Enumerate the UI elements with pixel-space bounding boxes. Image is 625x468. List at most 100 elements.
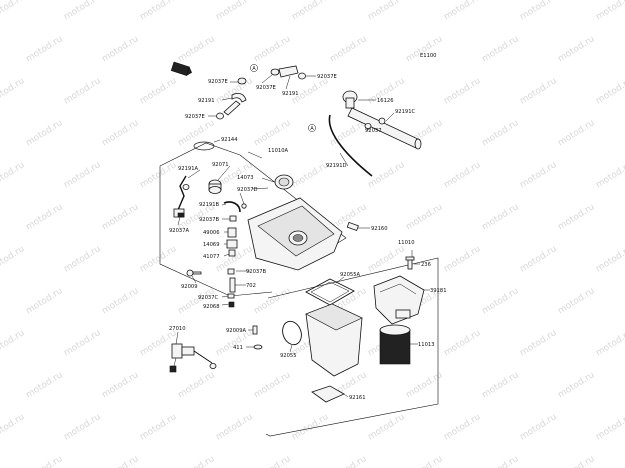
watermark-text: motod.ru [594, 328, 625, 358]
filter-case-part [305, 303, 363, 377]
label-49006: 49006 [203, 230, 220, 236]
washer-part [253, 344, 263, 350]
tube-part [223, 201, 241, 213]
watermark-text: motod.ru [328, 34, 368, 64]
watermark-text: motod.ru [518, 412, 558, 442]
clamp-part [364, 123, 372, 129]
front-arrow-icon [170, 61, 193, 77]
label-92160: 92160 [371, 226, 388, 232]
diagram-code: E1100 [420, 53, 436, 59]
label-92191: 92191 [198, 98, 215, 104]
label-14069: 14069 [203, 242, 220, 248]
watermark-text: motod.ru [404, 370, 444, 400]
pipe-part [347, 107, 422, 150]
label-92037B: 92037B [246, 269, 267, 275]
clamp-part [378, 117, 386, 125]
watermark-text: motod.ru [138, 76, 178, 106]
leader-lines [175, 74, 430, 398]
label-92037D: 92037D [237, 187, 258, 193]
watermark-text: motod.ru [442, 412, 482, 442]
watermark-text: motod.ru [176, 118, 216, 148]
watermark-text: motod.ru [594, 244, 625, 274]
watermark-text: motod.ru [214, 0, 254, 23]
label-92191A: 92191A [178, 166, 199, 172]
watermark-text: motod.ru [62, 244, 102, 274]
label-92191B: 92191B [199, 202, 220, 208]
watermark-text: motod.ru [138, 160, 178, 190]
watermark-text: motod.ru [138, 412, 178, 442]
watermark-text: motod.ru [176, 454, 216, 468]
watermark-text: motod.ru [100, 118, 140, 148]
tube-part [177, 175, 190, 211]
watermark-text: motod.ru [480, 286, 520, 316]
watermark-text: motod.ru [480, 118, 520, 148]
reference-marker: A [250, 64, 258, 72]
label-11010: 11010 [398, 240, 415, 246]
watermark-text: motod.ru [0, 412, 27, 442]
assembly-frame [159, 166, 273, 297]
switch-part [169, 343, 217, 373]
watermark-text: motod.ru [594, 412, 625, 442]
watermark-text: motod.ru [252, 34, 292, 64]
watermark-text: motod.ru [480, 370, 520, 400]
watermark-text: motod.ru [138, 0, 178, 23]
watermark-text: motod.ru [0, 244, 27, 274]
grommet-part [208, 179, 222, 194]
watermark-text: motod.ru [176, 286, 216, 316]
watermark-text: motod.ru [62, 412, 102, 442]
label-92161: 92161 [349, 395, 366, 401]
watermark-text: motod.ru [176, 370, 216, 400]
watermark-text: motod.ru [290, 160, 330, 190]
label-92144: 92144 [221, 137, 238, 143]
screw-part [252, 325, 258, 335]
element-cover-part [373, 275, 425, 325]
label-39181: 39181 [430, 288, 447, 294]
label-16126: 16126 [377, 98, 394, 104]
watermark-text: motod.ru [252, 454, 292, 468]
label-92037A: 92037A [169, 228, 190, 234]
label-92055A: 92055A [340, 272, 361, 278]
watermark-text: motod.ru [62, 160, 102, 190]
clamp-part [237, 77, 247, 85]
watermark-text: motod.ru [24, 202, 64, 232]
seal-part [346, 221, 359, 232]
watermark-text: motod.ru [0, 328, 27, 358]
drain-hose-part [229, 277, 236, 293]
watermark-text: motod.ru [100, 370, 140, 400]
bracket-part [173, 208, 185, 218]
watermark-text: motod.ru [556, 370, 596, 400]
watermark-text: motod.ru [404, 454, 444, 468]
watermark-text: motod.ru [442, 244, 482, 274]
label-92009A: 92009A [226, 328, 247, 334]
watermark-text: motod.ru [518, 160, 558, 190]
hose-part [328, 114, 373, 177]
watermark-text: motod.ru [62, 328, 102, 358]
label-92191C: 92191C [395, 109, 416, 115]
clamp-part [227, 293, 235, 299]
assembly-frame [159, 142, 347, 245]
label-92071: 92071 [212, 162, 229, 168]
reference-marker: A [308, 124, 316, 132]
watermark-text: motod.ru [442, 76, 482, 106]
screw-part [405, 256, 415, 270]
plug-part [228, 301, 235, 308]
clamp-part [227, 268, 235, 275]
watermark-text: motod.ru [556, 202, 596, 232]
watermark-text: motod.ru [404, 202, 444, 232]
watermark-text: motod.ru [556, 454, 596, 468]
watermark-text: motod.ru [442, 328, 482, 358]
watermark-text: motod.ru [556, 34, 596, 64]
clamp-part [229, 215, 237, 222]
watermark-text: motod.ru [480, 34, 520, 64]
duct-part [274, 174, 294, 190]
label-92037E: 92037E [256, 85, 276, 91]
label-11010A: 11010A [268, 148, 289, 154]
watermark-text: motod.ru [0, 0, 27, 23]
watermark-text: motod.ru [518, 0, 558, 23]
label-14073: 14073 [237, 175, 254, 181]
watermark-text: motod.ru [594, 0, 625, 23]
clamp-part [270, 68, 280, 76]
bolt-part [186, 269, 202, 277]
label-92037: 92037 [365, 128, 382, 134]
label-92055: 92055 [280, 353, 297, 359]
